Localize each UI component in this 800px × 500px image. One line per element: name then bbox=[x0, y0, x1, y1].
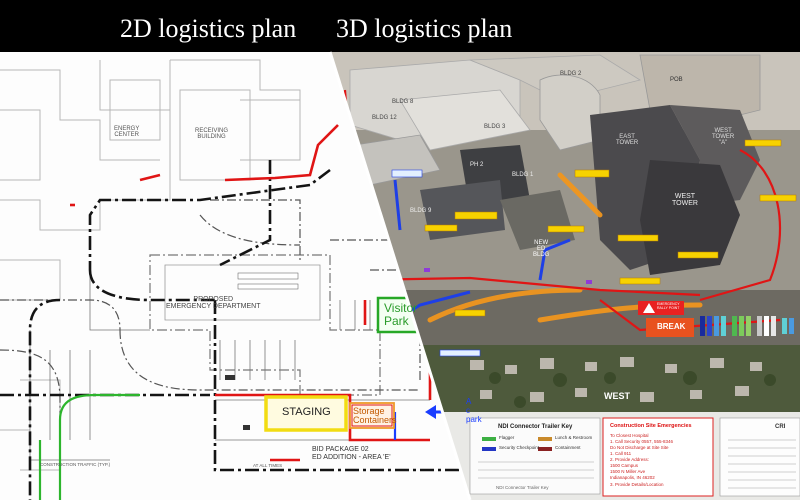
label-bldg9: BLDG 9 bbox=[410, 208, 432, 214]
label-visitor-park: Visitor Park bbox=[384, 301, 418, 328]
legend-item-containment: Containment bbox=[555, 445, 581, 450]
legend-title: NDI Connector Trailer Key bbox=[498, 424, 573, 430]
legend-item-lunch: Lunch & Restroom bbox=[555, 435, 593, 440]
title-3d-plan: 3D logistics plan bbox=[336, 14, 513, 43]
label-all-times: AT ALL TIMES bbox=[253, 463, 283, 468]
emergency-line: 1. Call Security 0557, 555-8346 bbox=[610, 439, 674, 445]
emergency-line: 1500 N Miller Ave bbox=[610, 469, 646, 475]
label-bldg8: BLDG 8 bbox=[392, 99, 414, 105]
label-staging: STAGING bbox=[282, 406, 331, 418]
label-break: BREAK bbox=[657, 322, 686, 331]
label-west-tower: WEST TOWER bbox=[672, 193, 698, 207]
emergency-line: To Closest Hospital bbox=[610, 433, 649, 438]
emergency-lines: To Closest Hospital 1. Call Security 055… bbox=[610, 433, 710, 488]
emergency-title: Construction Site Emergencies bbox=[610, 423, 692, 429]
label-access-arrow: A c park bbox=[466, 397, 482, 424]
label-bldg2: BLDG 2 bbox=[560, 71, 582, 77]
label-bldg12: BLDG 12 bbox=[372, 115, 397, 121]
label-energy-center: ENERGY CENTER bbox=[114, 126, 140, 138]
title-2d-plan: 2D logistics plan bbox=[120, 14, 297, 43]
label-receiving-building: RECEIVING BUILDING bbox=[195, 128, 229, 140]
emergency-line: 1500 Campus bbox=[610, 463, 639, 469]
divider-line bbox=[328, 51, 472, 500]
label-pob: POB bbox=[670, 77, 683, 83]
emergency-line: 1. Call 911 bbox=[610, 451, 632, 457]
notes-title: CRI bbox=[775, 424, 786, 430]
label-new-ed: NEW ED BLDG bbox=[533, 240, 550, 258]
emergency-line: 3. Provide Details/Location bbox=[610, 481, 664, 487]
label-rally-point: EMERGENCY RALLY POINT bbox=[657, 302, 680, 310]
label-proposed-ed: PROPOSED EMERGENCY DEPARTMENT bbox=[166, 296, 261, 310]
emergency-line: 2. Provide Address: bbox=[610, 457, 650, 463]
label-east-tower: EAST TOWER bbox=[616, 134, 639, 146]
emergency-line: Indianapolis, IN 46202 bbox=[610, 475, 655, 481]
label-storage-containers: Storage Containers bbox=[353, 406, 397, 426]
emergency-line: Do Not Discharge at Site Site bbox=[610, 445, 669, 451]
label-ph2: PH 2 bbox=[470, 162, 484, 168]
label-west: WEST bbox=[604, 391, 630, 401]
label-bid-package: BID PACKAGE 02 ED ADDITION - AREA 'E' bbox=[312, 446, 391, 462]
label-construction-traffic: CONSTRUCTION TRAFFIC (TYP.) bbox=[40, 462, 111, 467]
label-bldg-mid: BLDG 1 bbox=[512, 172, 534, 178]
legend-caption: NDI Connector Trailer Key bbox=[496, 485, 549, 490]
legend-item-flagger: Flagger bbox=[499, 435, 515, 440]
label-bldg3: BLDG 3 bbox=[484, 124, 506, 130]
legend-item-security: Security Checkpoint bbox=[499, 445, 540, 450]
label-west-tower-a: WEST TOWER "A" bbox=[712, 128, 735, 146]
